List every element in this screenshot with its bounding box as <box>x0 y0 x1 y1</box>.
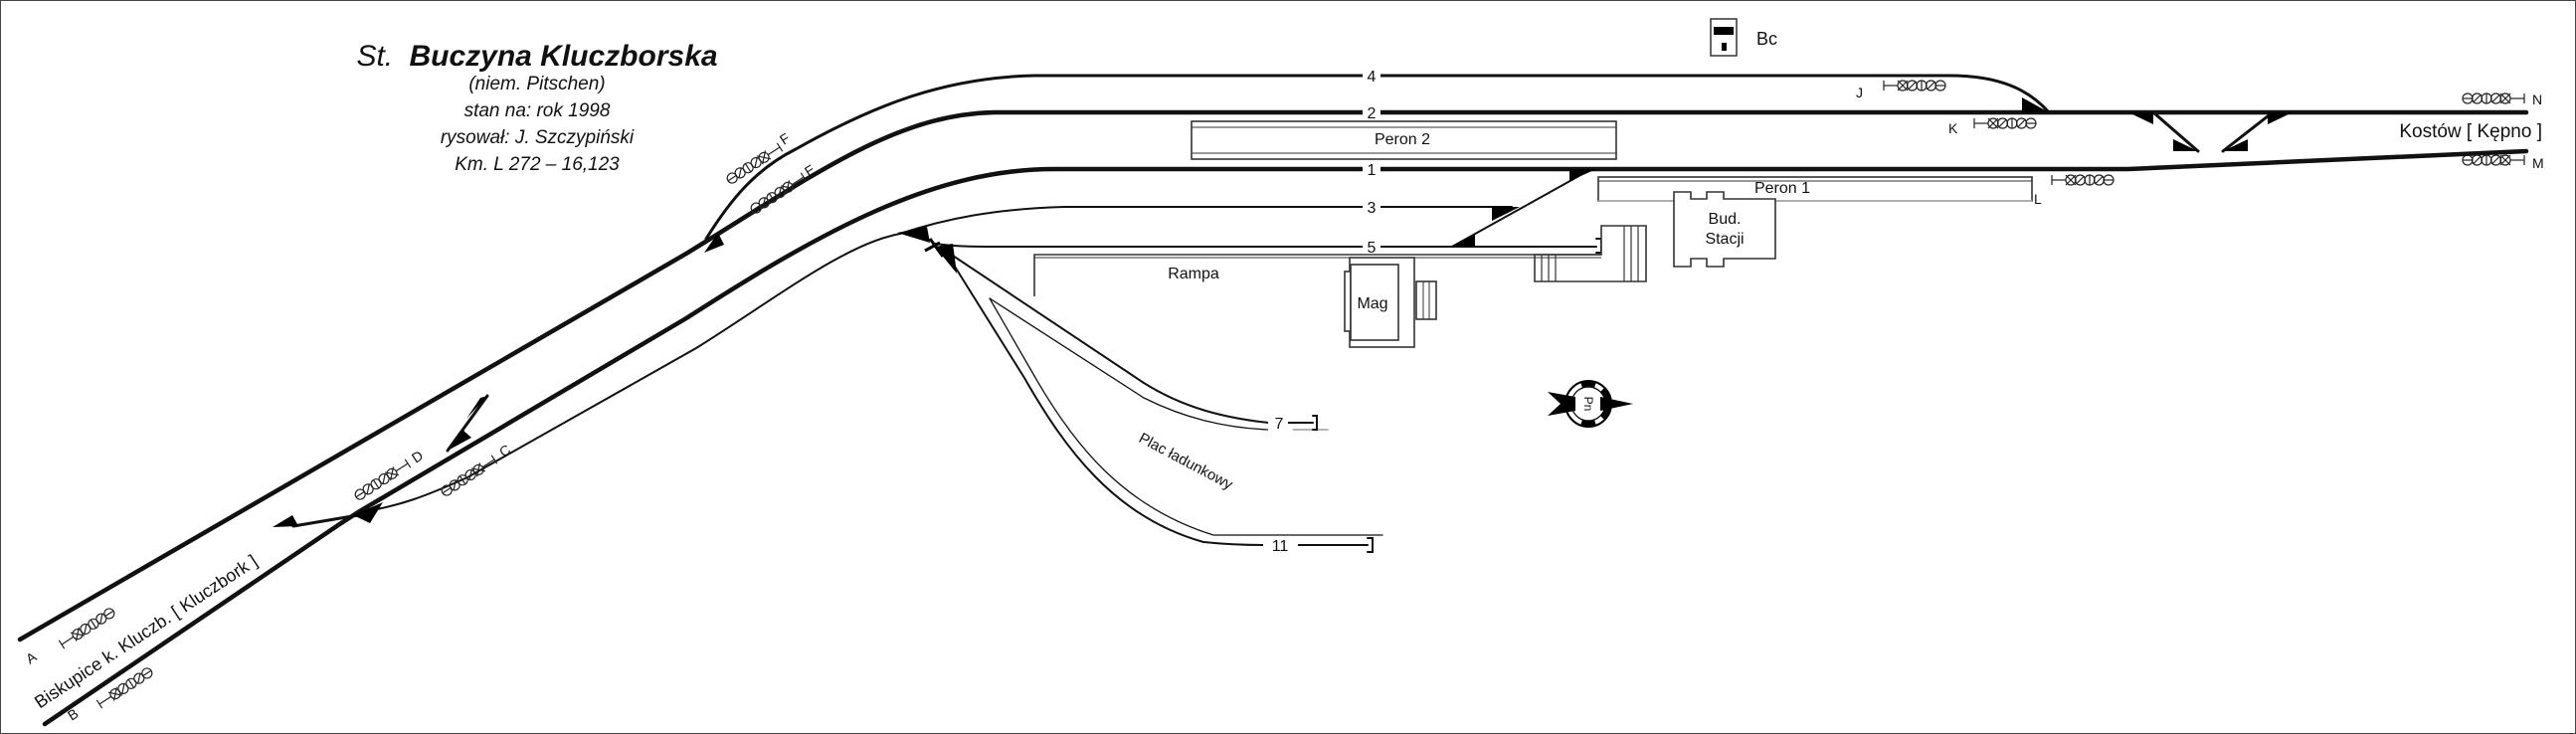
compass-icon: Pn <box>1548 380 1633 428</box>
switch-9 <box>1492 207 1520 221</box>
track-c-loop <box>357 233 901 513</box>
crossover-b-a <box>291 513 360 528</box>
crossover-east-2 <box>2221 110 2275 153</box>
compass-tail <box>1548 392 1575 416</box>
warehouse: Mag <box>1344 257 1437 348</box>
header: St. Buczyna Kluczborska (niem. Pitschen)… <box>356 40 717 175</box>
switch-14 <box>2223 139 2248 151</box>
station-building-label-2: Stacji <box>1705 231 1744 248</box>
auxiliary-building <box>1534 225 1647 282</box>
signal-label-j: J <box>1856 85 1863 100</box>
crossover-1-5 <box>1451 168 1592 248</box>
author: rysował: J. Szczypiński <box>441 127 635 148</box>
switch-2 <box>353 502 383 523</box>
signal-f-icon <box>726 142 784 184</box>
platform-2-label: Peron 2 <box>1375 131 1430 148</box>
signal-j-icon <box>1883 80 1946 92</box>
signal-d-icon <box>354 459 412 500</box>
switches <box>273 97 2293 527</box>
track-3 <box>899 206 1513 235</box>
track-label-3: 3 <box>1368 200 1377 217</box>
track-label-4: 4 <box>1368 69 1377 86</box>
switch-8 <box>1450 234 1475 247</box>
signal-box-icon-bar <box>1714 27 1734 35</box>
loading-yard-label: Plac ładunkowy <box>1136 430 1235 493</box>
ramp-label: Rampa <box>1168 266 1219 282</box>
signals: A B C D E F J K L M N <box>23 80 2544 724</box>
signal-m-icon <box>2462 154 2525 166</box>
switch-10 <box>1569 169 1596 181</box>
compass-arrow <box>1600 397 1633 411</box>
track-label-7: 7 <box>1275 416 1284 433</box>
crossover-east-1 <box>2151 110 2200 153</box>
track-4 <box>704 74 2051 241</box>
signal-a-icon <box>58 608 115 649</box>
signal-label-a: A <box>23 648 40 667</box>
track-11 <box>949 258 1264 546</box>
track-7 <box>949 253 1269 424</box>
signal-label-d: D <box>409 448 426 466</box>
signal-label-l: L <box>2034 191 2042 207</box>
station-building: Bud. Stacji <box>1673 191 1776 268</box>
track-1-mainline <box>42 148 2529 727</box>
switch-11 <box>2022 97 2049 112</box>
signal-label-m: M <box>2532 155 2544 171</box>
kilometer: Km. L 272 – 16,123 <box>455 154 620 175</box>
signal-b-icon <box>95 667 153 709</box>
signal-label-c: C <box>496 442 513 460</box>
signal-e-icon <box>750 172 808 214</box>
switch-6 <box>897 227 930 243</box>
signal-l-icon <box>2051 174 2115 186</box>
track-11-inner <box>989 297 1383 536</box>
platform-2: Peron 2 <box>1191 120 1617 160</box>
subtitle-german: (niem. Pitschen) <box>468 74 605 94</box>
track-label-1: 1 <box>1368 162 1377 179</box>
track-11-buffer <box>1367 537 1374 553</box>
signal-k-icon <box>1973 117 2037 129</box>
signal-label-f: F <box>777 129 793 147</box>
signal-label-n: N <box>2532 92 2542 107</box>
signal-box-legend: Bc <box>1710 18 1777 57</box>
warehouse-label: Mag <box>1357 295 1387 312</box>
switch-13 <box>2173 139 2198 151</box>
station-building-label-1: Bud. <box>1709 211 1742 228</box>
crossover-d <box>446 394 489 453</box>
switch-12 <box>2128 112 2153 124</box>
switch-3 <box>450 430 471 450</box>
signal-n-icon <box>2462 92 2525 104</box>
track-label-5: 5 <box>1368 240 1377 257</box>
track-group <box>17 74 2529 727</box>
platform-1-label: Peron 1 <box>1754 180 1810 197</box>
page-title: St. Buczyna Kluczborska <box>356 40 717 73</box>
track-7-buffer <box>1312 415 1318 431</box>
signal-box-icon-dot <box>1722 43 1727 51</box>
track-5 <box>934 243 1597 248</box>
compass-label: Pn <box>1581 397 1595 412</box>
track-labels: 4 2 1 3 5 7 11 <box>1263 66 1380 555</box>
switch-1 <box>273 515 298 527</box>
signal-label-k: K <box>1948 120 1958 136</box>
direction-east-label: Kostów [ Kępno ] <box>2399 121 2542 142</box>
track-label-2: 2 <box>1368 105 1377 122</box>
signal-c-icon <box>441 455 498 496</box>
signal-label-b: B <box>65 705 82 724</box>
station-name: Buczyna Kluczborska <box>409 40 717 73</box>
switch-15 <box>2268 112 2293 124</box>
derailer-icon <box>924 238 945 258</box>
track-7-inner <box>989 297 1269 431</box>
switch-5 <box>704 233 724 253</box>
track-label-11: 11 <box>1272 538 1289 555</box>
title-prefix: St. <box>356 40 393 73</box>
platform-1: Peron 1 <box>1597 176 2033 202</box>
state-date: stan na: rok 1998 <box>464 100 611 121</box>
direction-west-label: Biskupice k. Kluczb. [ Kluczbork ] <box>31 551 261 712</box>
ramp: Rampa <box>1033 254 1601 296</box>
track-2-mainline <box>17 109 2529 642</box>
signal-box-label: Bc <box>1756 29 1777 49</box>
switch-4 <box>466 396 487 419</box>
